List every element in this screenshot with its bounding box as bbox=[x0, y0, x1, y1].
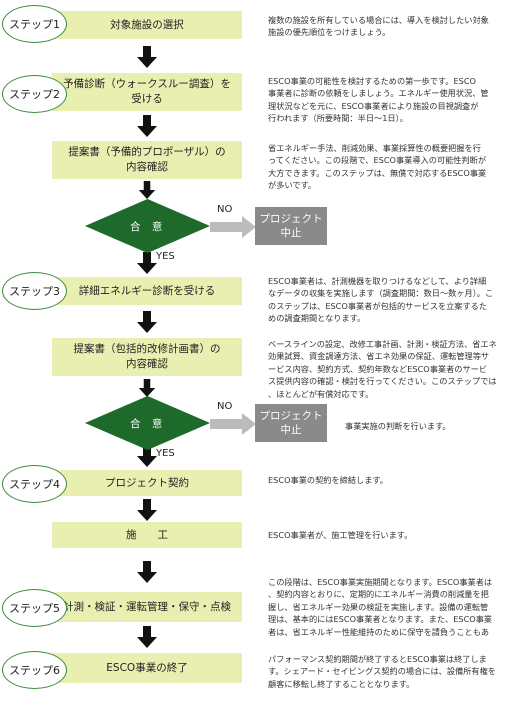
description-step5: この段階は、ESCO事業実施期間となります。ESCO事業者は 、契約内容とおりに… bbox=[268, 576, 516, 638]
project-stop-2-line2: 中止 bbox=[280, 424, 302, 436]
description-construction: ESCO事業者が、施工管理を行います。 bbox=[268, 529, 516, 541]
no-label-2: NO bbox=[217, 401, 233, 412]
down-arrow-icon bbox=[138, 379, 156, 397]
right-arrow-icon bbox=[210, 413, 256, 435]
box-select-facility: 対象施設の選択 bbox=[52, 11, 242, 39]
box-construction: 施 工 bbox=[52, 522, 242, 548]
project-stop-2-line1: プロジェクト bbox=[259, 410, 323, 422]
description-step1: 複数の施設を所有している場合には、導入を検討したい対象 施設の優先順位をつけまし… bbox=[268, 14, 516, 39]
description-line: 施設の優先順位をつけましょう。 bbox=[268, 27, 391, 38]
down-arrow-icon bbox=[137, 626, 157, 648]
description-line: なデータの収集を実施します（調査期間：数日〜数ヶ月）。こ bbox=[268, 288, 494, 299]
description-line: ESCO事業の可能性を検討するための第一歩です。ESCO bbox=[268, 76, 476, 86]
box-measurement-text: 計測・検証・運転管理・保守・点検 bbox=[63, 600, 231, 613]
project-stop-2: プロジェクト 中止 bbox=[255, 404, 327, 442]
down-arrow-icon bbox=[137, 499, 157, 521]
box-walkthrough-line2: 受ける bbox=[131, 93, 163, 105]
box-detailed-diagnosis-text: 詳細エネルギー診断を受ける bbox=[78, 284, 216, 297]
description-line: ESCO事業者が、施工管理を行います。 bbox=[268, 530, 413, 540]
description-line: ービス内容、契約方式、契約年数などESCO事業者のサービ bbox=[268, 363, 488, 374]
description-line: 理状況などを元に、ESCO事業者により施設の目視調査が bbox=[268, 100, 479, 111]
description-line: 効果試算、資金調達方法、省エネ効果の保証、運転管理等サ bbox=[268, 351, 490, 362]
description-line: 行われます（所要時間：半日〜1日）。 bbox=[268, 113, 408, 124]
box-esco-end: ESCO事業の終了 bbox=[52, 653, 242, 683]
description-line: 顧客に移転し終了することとなります。 bbox=[268, 678, 415, 689]
box-detailed-diagnosis: 詳細エネルギー診断を受ける bbox=[52, 277, 242, 305]
description-line: 事業者に診断の依頼をしましょう。エネルギー使用状況、管 bbox=[268, 88, 489, 99]
description-line: 握し、省エネルギー効果の検証を実施します。設備の運転管 bbox=[268, 601, 489, 612]
down-arrow-icon bbox=[138, 181, 156, 199]
description-line: 事業実施の判断を行います。 bbox=[345, 421, 451, 431]
box-proposal-comprehensive-line1: 提案書（包括的改修計画書）の bbox=[73, 343, 221, 355]
down-arrow-icon bbox=[137, 561, 157, 583]
description-step2: ESCO事業の可能性を検討するための第一歩です。ESCO 事業者に診断の依頼をし… bbox=[268, 75, 516, 125]
box-project-contract-text: プロジェクト契約 bbox=[105, 476, 189, 489]
box-project-contract: プロジェクト契約 bbox=[52, 470, 242, 496]
box-proposal-preliminary: 提案書（予備的プロポーザル）の 内容確認 bbox=[52, 141, 242, 179]
step-5-label: ステップ5 bbox=[2, 589, 67, 627]
project-stop-1-line1: プロジェクト bbox=[259, 213, 323, 225]
description-proposal-1: 省エネルギー手法、削減効果、事業採算性の概要把握を行 ってください。この段階で、… bbox=[268, 142, 516, 192]
decision-1-text: 合 意 bbox=[130, 221, 167, 233]
decision-diamond-1 bbox=[85, 199, 210, 253]
description-line: 大方できます。このステップは、無償で対応するESCO事業 bbox=[268, 167, 487, 178]
box-measurement: 計測・検証・運転管理・保守・点検 bbox=[52, 592, 242, 622]
down-arrow-icon bbox=[137, 445, 157, 467]
box-proposal-comprehensive-line2: 内容確認 bbox=[126, 358, 168, 370]
description-line: ってください。この段階で、ESCO事業導入の可能性判断が bbox=[268, 155, 487, 166]
decision-2-text: 合 意 bbox=[130, 418, 167, 430]
down-arrow-icon bbox=[137, 46, 157, 68]
yes-label-1: YES bbox=[156, 251, 175, 262]
box-proposal-preliminary-line2: 内容確認 bbox=[126, 161, 168, 173]
box-construction-text: 施 工 bbox=[126, 528, 168, 541]
box-select-facility-text: 対象施設の選択 bbox=[110, 18, 184, 31]
description-line: ESCO事業者は、計測機器を取りつけるなどして、より詳細 bbox=[268, 276, 487, 286]
description-step3: ESCO事業者は、計測機器を取りつけるなどして、より詳細 なデータの収集を実施し… bbox=[268, 275, 516, 325]
description-line: この段階は、ESCO事業実施期間となります。ESCO事業者は bbox=[268, 577, 493, 587]
description-line: 、契約内容とおりに、定期的にエネルギー消費の削減量を把 bbox=[268, 589, 489, 600]
description-step4: ESCO事業の契約を締結します。 bbox=[268, 474, 516, 486]
down-arrow-icon bbox=[137, 311, 157, 333]
description-line: めの調査期間となります。 bbox=[268, 313, 366, 324]
no-label-1: NO bbox=[217, 204, 233, 215]
step-6-label: ステップ6 bbox=[2, 651, 67, 689]
description-line: ESCO事業の契約を締結します。 bbox=[268, 475, 388, 485]
description-line: 、ほとんどが有償対応です。 bbox=[268, 388, 374, 399]
description-line: が多いです。 bbox=[268, 180, 317, 191]
box-walkthrough: 予備診断（ウォークスルー調査）を 受ける bbox=[52, 73, 242, 111]
description-step6: パフォーマンス契約期間が終了するとESCO事業は終了しま す。シェアード・セイビ… bbox=[268, 653, 516, 690]
description-line: ス提供内容の確認・検討を行ってください。このステップでは bbox=[268, 376, 497, 387]
down-arrow-icon bbox=[137, 115, 157, 137]
description-line: 者は、省エネルギー性能維持のために保守を請負うこともあ bbox=[268, 626, 490, 637]
project-stop-1-line2: 中止 bbox=[280, 227, 302, 239]
yes-label-2: YES bbox=[156, 448, 175, 459]
step-3-label: ステップ3 bbox=[2, 272, 67, 310]
step-1-label: ステップ1 bbox=[2, 5, 67, 43]
description-line: 理は、基本的にはESCO事業者となります。また、ESCO事業 bbox=[268, 614, 493, 625]
description-line: のステップは、ESCO事業者が包括的サービスを立案するた bbox=[268, 300, 488, 311]
description-decision-2: 事業実施の判断を行います。 bbox=[345, 420, 515, 432]
description-line: 省エネルギー手法、削減効果、事業採算性の概要把握を行 bbox=[268, 143, 481, 153]
description-line: 複数の施設を所有している場合には、導入を検討したい対象 bbox=[268, 15, 489, 25]
description-line: す。シェアード・セイビングス契約の場合には、設備所有権を bbox=[268, 666, 496, 677]
description-line: パフォーマンス契約期間が終了するとESCO事業は終了しま bbox=[268, 654, 487, 664]
down-arrow-icon bbox=[137, 252, 157, 274]
description-line: ベースラインの設定、改修工事計画、計測・検証方法、省エネ bbox=[268, 339, 497, 349]
step-2-label: ステップ2 bbox=[2, 75, 67, 113]
box-proposal-comprehensive: 提案書（包括的改修計画書）の 内容確認 bbox=[52, 338, 242, 376]
box-walkthrough-line1: 予備診断（ウォークスルー調査）を bbox=[63, 78, 231, 90]
project-stop-1: プロジェクト 中止 bbox=[255, 207, 327, 245]
right-arrow-icon bbox=[210, 216, 256, 238]
decision-diamond-2 bbox=[85, 396, 210, 450]
box-proposal-preliminary-line1: 提案書（予備的プロポーザル）の bbox=[68, 146, 226, 158]
description-proposal-2: ベースラインの設定、改修工事計画、計測・検証方法、省エネ 効果試算、資金調達方法… bbox=[268, 338, 516, 400]
step-4-label: ステップ4 bbox=[2, 465, 67, 503]
box-esco-end-text: ESCO事業の終了 bbox=[106, 661, 188, 674]
